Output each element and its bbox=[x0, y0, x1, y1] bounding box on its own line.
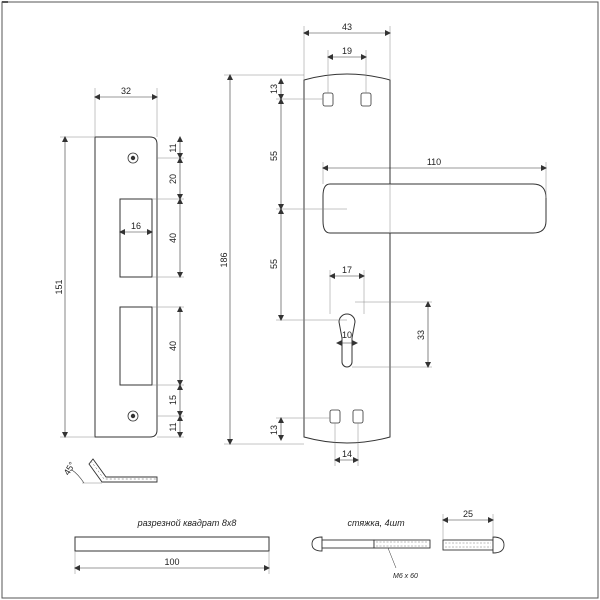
dim-strike-height: 151 bbox=[54, 279, 64, 294]
dim-bottom-hole-offset: 11 bbox=[168, 422, 178, 431]
dim-slot-width: 16 bbox=[131, 221, 141, 231]
dim-spindle-length: 100 bbox=[164, 557, 179, 567]
dim-hole-to-slot: 20 bbox=[168, 174, 178, 184]
handle-lever bbox=[322, 183, 547, 234]
dim-plate-height: 186 bbox=[219, 252, 229, 267]
dim-lower-slot-height: 40 bbox=[168, 341, 178, 351]
dim-plate-width: 43 bbox=[342, 22, 352, 32]
dim-screw-spacing: 19 bbox=[342, 46, 352, 56]
dim-bolt-length: 25 bbox=[463, 509, 473, 519]
dim-upper-slot-height: 40 bbox=[168, 233, 178, 243]
dim-screw-to-handle: 55 bbox=[269, 151, 279, 161]
dim-bottom-screw-offset: 13 bbox=[269, 425, 279, 435]
top-right-screw-slot bbox=[360, 92, 372, 107]
bevel-detail bbox=[71, 458, 158, 484]
dim-bolt-thread: M6 x 60 bbox=[393, 573, 418, 580]
caption-bolts: стяжка, 4шт bbox=[347, 518, 405, 528]
bolt-nut bbox=[442, 536, 505, 554]
caption-spindle: разрезной квадрат 8x8 bbox=[137, 518, 237, 528]
dim-handle-length: 110 bbox=[427, 157, 441, 167]
dim-top-hole-offset: 11 bbox=[168, 143, 178, 152]
dim-cylinder-height: 33 bbox=[416, 330, 426, 340]
bottom-left-screw-slot bbox=[329, 409, 341, 424]
strike-lower-slot bbox=[119, 306, 153, 386]
dim-top-screw-offset: 13 bbox=[269, 84, 279, 94]
spindle bbox=[74, 536, 270, 552]
bottom-right-screw-slot bbox=[352, 409, 364, 424]
connecting-bolt bbox=[311, 536, 431, 552]
top-left-screw-slot bbox=[322, 92, 334, 107]
dim-cylinder-width: 17 bbox=[342, 265, 352, 275]
dim-bottom-screw-spacing: 14 bbox=[342, 449, 352, 459]
dim-handle-to-cylinder: 55 bbox=[269, 259, 279, 269]
dim-cylinder-slot-width: 10 bbox=[342, 330, 352, 340]
dim-strike-width: 32 bbox=[121, 86, 131, 96]
dim-bevel-angle: 45° bbox=[62, 460, 78, 477]
dim-slot-to-hole: 15 bbox=[168, 395, 178, 405]
strike-upper-slot bbox=[119, 198, 153, 278]
backplate bbox=[303, 73, 547, 444]
strike-plate bbox=[94, 136, 158, 438]
